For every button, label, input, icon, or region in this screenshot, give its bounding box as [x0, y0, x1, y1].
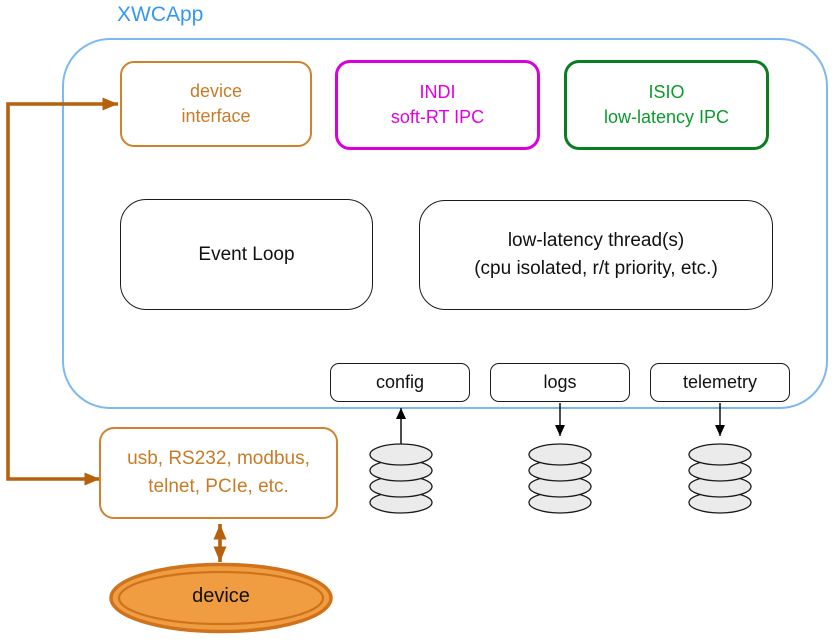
database-icon: [528, 443, 592, 514]
indi-soft-rt-ipc-node: INDI soft-RT IPC: [335, 60, 540, 150]
event-loop-node: Event Loop: [120, 199, 373, 310]
device-interface-node: device interface: [120, 61, 312, 147]
usb-interfaces-node: usb, RS232, modbus, telnet, PCIe, etc.: [99, 427, 338, 519]
isio-low-latency-ipc-node: ISIO low-latency IPC: [564, 60, 769, 150]
usb-to-device-interface-arrow: [6, 97, 118, 486]
device-label: device: [192, 585, 250, 607]
low-latency-threads-node: low-latency thread(s) (cpu isolated, r/t…: [419, 200, 773, 310]
app-title: XWCApp: [117, 3, 204, 26]
config-node: config: [330, 363, 470, 402]
database-icon: [688, 443, 752, 514]
telemetry-node: telemetry: [650, 363, 790, 402]
database-icon: [369, 443, 433, 514]
device-ellipse: [109, 562, 333, 634]
logs-node: logs: [490, 363, 630, 402]
xwcapp-container: [62, 38, 828, 409]
